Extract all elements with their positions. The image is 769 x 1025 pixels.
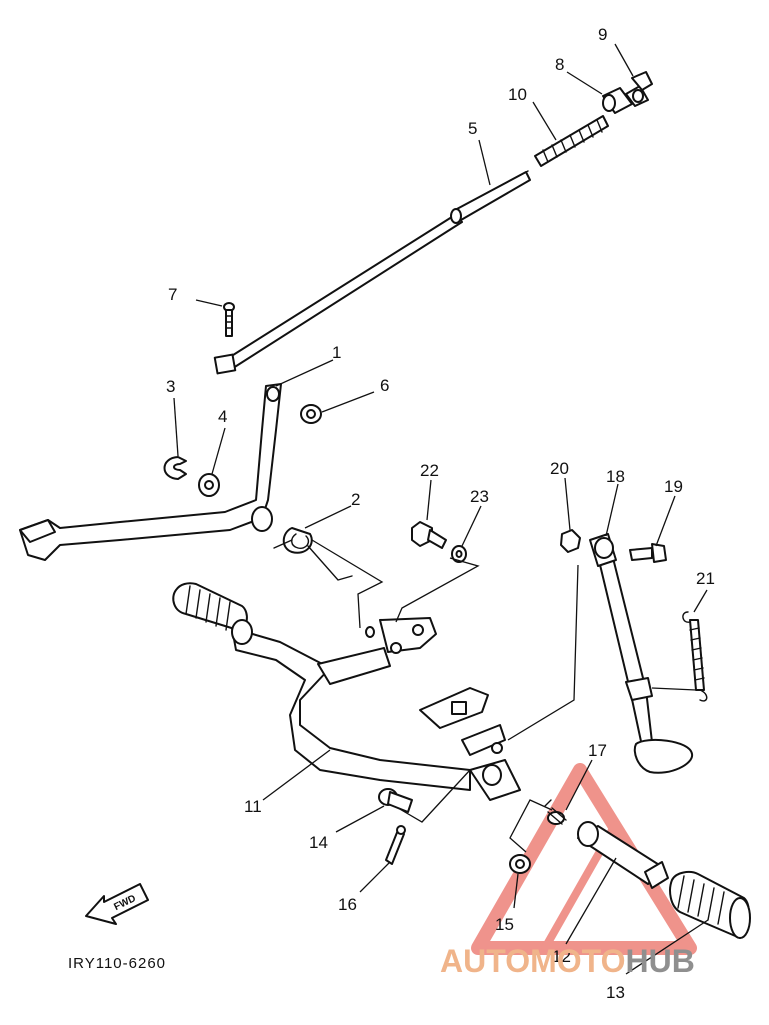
part-washer-4 (198, 473, 220, 497)
part-washer-23 (451, 545, 467, 563)
part-cotter-pin-16 (385, 825, 406, 865)
part-washer-6 (300, 404, 322, 424)
callout-1: 1 (332, 343, 341, 362)
callout-11: 11 (244, 797, 262, 816)
part-pin-14 (378, 788, 413, 813)
callout-9: 9 (598, 25, 607, 44)
part-bolt-19 (629, 543, 667, 563)
watermark-part2: MOTO (530, 943, 625, 979)
callout-10: 10 (508, 85, 527, 104)
callout-14: 14 (309, 833, 328, 852)
callout-5: 5 (468, 119, 477, 138)
callout-3: 3 (166, 377, 175, 396)
drawing-code: IRY110-6260 (68, 955, 166, 972)
callout-6: 6 (380, 376, 389, 395)
part-footpeg-left (172, 582, 253, 645)
callout-8: 8 (555, 55, 564, 74)
part-spring-17 (544, 799, 567, 825)
callout-18: 18 (606, 467, 625, 486)
callout-labels: 1 2 3 4 5 6 7 8 9 10 11 12 13 14 15 16 1… (166, 25, 715, 1002)
callout-21: 21 (696, 569, 715, 588)
fwd-arrow-icon: FWD (85, 883, 149, 925)
part-rod (213, 170, 531, 375)
callout-20: 20 (550, 459, 569, 478)
callout-13: 13 (606, 983, 625, 1002)
part-bolt-22 (411, 521, 447, 549)
part-pin-7 (223, 302, 235, 337)
watermark-part3: HUB (625, 943, 694, 979)
part-spring-10 (534, 115, 609, 167)
part-footrest-bar (231, 617, 521, 801)
callout-22: 22 (420, 461, 439, 480)
callout-12: 12 (552, 947, 571, 966)
part-washer-15 (509, 854, 531, 874)
svg-text:AUTOMOTOHUB: AUTOMOTOHUB (440, 943, 695, 979)
leader-lines (173, 43, 709, 975)
part-footpeg-right (669, 871, 751, 939)
part-nut-20 (560, 529, 581, 553)
watermark-part1: AUTO (440, 943, 530, 979)
callout-19: 19 (664, 477, 683, 496)
part-spring-21 (682, 611, 708, 702)
callout-17: 17 (588, 741, 607, 760)
part-return-spring (273, 527, 353, 581)
callout-15: 15 (495, 915, 514, 934)
callout-4: 4 (218, 407, 227, 426)
part-clip-3 (163, 456, 187, 480)
callout-7: 7 (168, 285, 177, 304)
part-wing-nut-9 (625, 71, 653, 107)
part-shaft-12 (577, 821, 669, 889)
part-side-stand (589, 533, 693, 774)
callout-2: 2 (351, 490, 360, 509)
watermark-text: AUTOMOTOHUB (440, 943, 695, 979)
part-brake-pedal (19, 383, 282, 561)
part-nut-8 (602, 87, 633, 114)
callout-23: 23 (470, 487, 489, 506)
callout-16: 16 (338, 895, 357, 914)
